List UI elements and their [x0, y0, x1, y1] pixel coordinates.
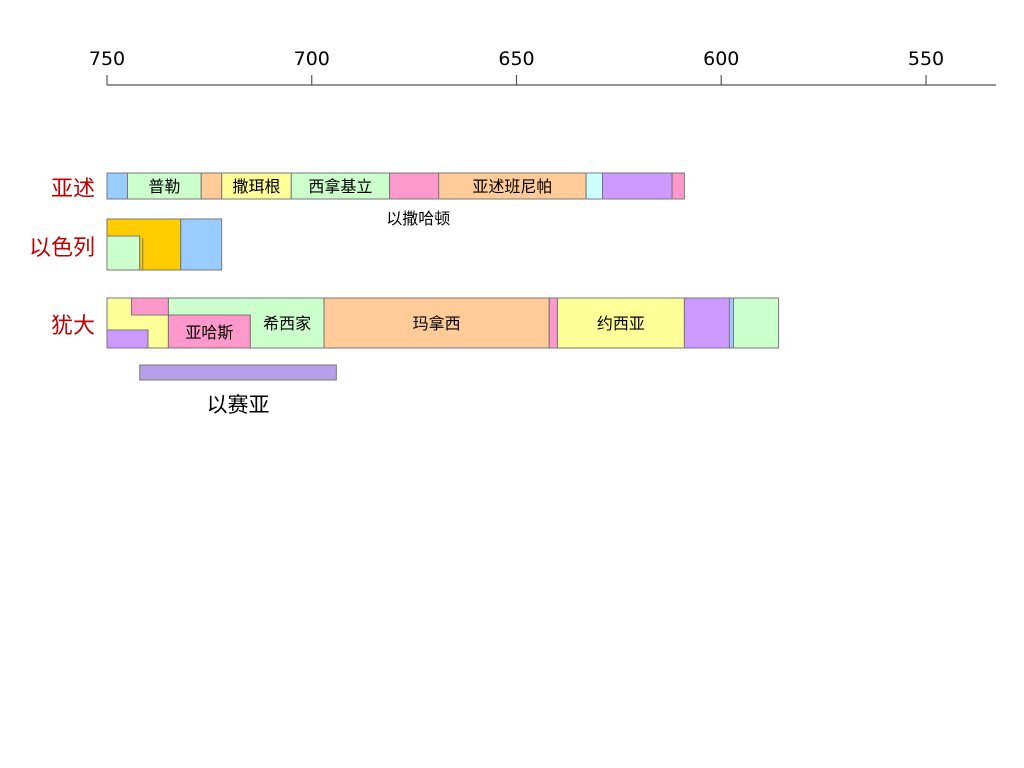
- timeline-segment: [733, 297, 780, 349]
- timeline-segment: [548, 297, 558, 349]
- timeline-segment: [106, 172, 128, 200]
- timeline-segment: [106, 329, 149, 349]
- row-note: 以撒哈顿: [386, 209, 450, 228]
- timeline-segment: [438, 172, 587, 200]
- segment-label: 亚哈斯: [185, 323, 233, 342]
- segment-label: 希西家: [263, 314, 311, 333]
- segment-label: 约西亚: [597, 314, 645, 333]
- timeline-segment: [585, 172, 603, 200]
- segment-label: 玛拿西: [413, 314, 461, 333]
- timeline-segment: [200, 172, 223, 200]
- timeline-segment: [601, 172, 673, 200]
- row-label: 以色列: [29, 236, 95, 261]
- segment-label: 撒珥根: [232, 177, 280, 196]
- timeline-segment: [180, 218, 223, 271]
- row-label: 犹大: [51, 314, 95, 339]
- timeline-segment: [167, 314, 251, 349]
- timeline-segment: [106, 235, 141, 271]
- timeline-segment: [728, 297, 735, 349]
- prophet-bar: [139, 364, 337, 381]
- segment-label: 亚述班尼帕: [472, 177, 552, 196]
- x-axis-tick-label: 750: [89, 48, 125, 70]
- timeline-segment: [323, 297, 550, 349]
- timeline-segment: [126, 172, 202, 200]
- timeline-segment: [671, 172, 685, 200]
- timeline-segment: [389, 172, 440, 200]
- prophet-label: 以赛亚: [207, 393, 270, 417]
- segment-label: 西拿基立: [308, 177, 372, 196]
- x-axis-tick-label: 600: [703, 48, 739, 70]
- segment-label: 普勒: [148, 177, 180, 196]
- x-axis-tick-label: 650: [498, 48, 534, 70]
- x-axis-tick-label: 700: [294, 48, 330, 70]
- x-axis-tick-label: 550: [908, 48, 944, 70]
- row-label: 亚述: [51, 177, 95, 202]
- timeline-segment: [683, 297, 730, 349]
